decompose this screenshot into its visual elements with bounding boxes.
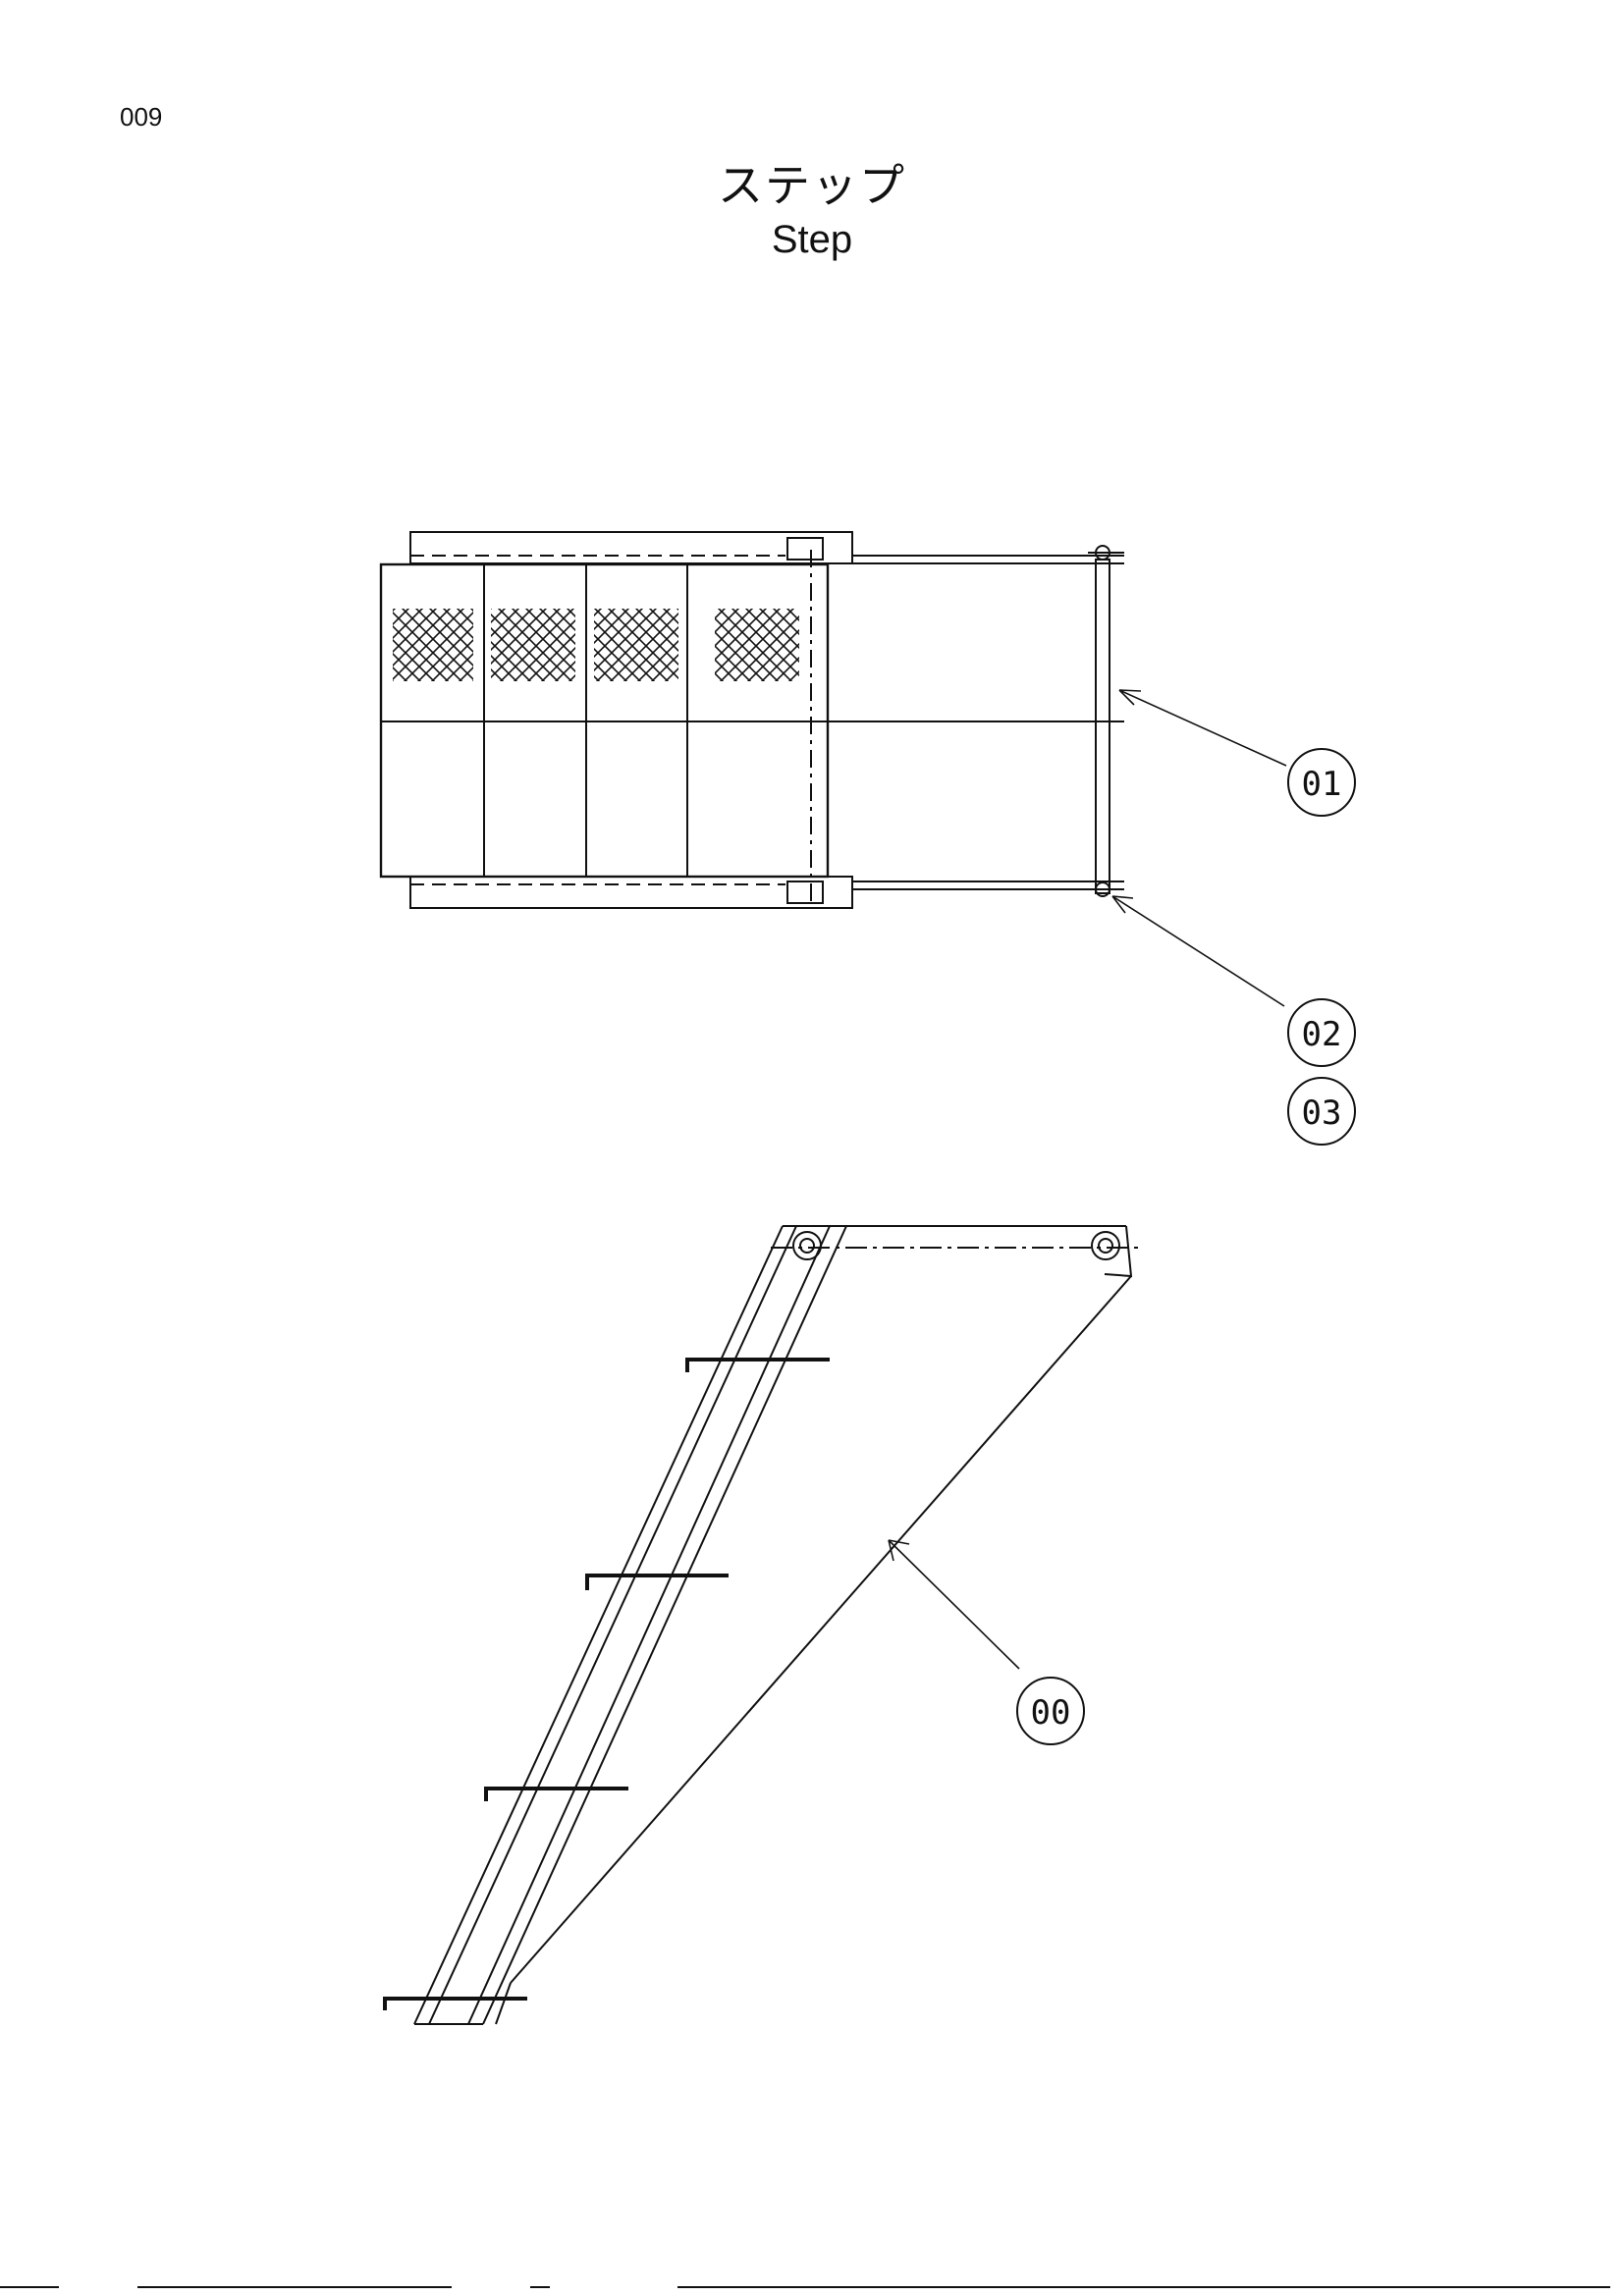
callout-01: 01 xyxy=(1287,748,1356,817)
mesh-panel xyxy=(594,609,678,681)
callout-02: 02 xyxy=(1287,998,1356,1067)
mesh-panel xyxy=(715,609,799,681)
mesh-panel xyxy=(393,609,473,681)
side-view xyxy=(383,1225,1139,2025)
callout-03-label: 03 xyxy=(1302,1094,1342,1133)
top-view xyxy=(379,531,1124,909)
callout-01-label: 01 xyxy=(1302,765,1342,804)
title-block: ステップ Step xyxy=(0,157,1624,265)
callout-03: 03 xyxy=(1287,1077,1356,1146)
leader-lines xyxy=(888,689,1287,1670)
pivot-circle xyxy=(1091,1231,1120,1260)
mesh-panel xyxy=(491,609,575,681)
callout-02-label: 02 xyxy=(1302,1015,1342,1054)
page-number: 009 xyxy=(120,102,163,132)
title-english: Step xyxy=(771,218,853,261)
callout-00-label: 00 xyxy=(1031,1693,1071,1733)
title-japanese: ステップ xyxy=(718,159,906,212)
callout-00: 00 xyxy=(1016,1677,1085,1745)
